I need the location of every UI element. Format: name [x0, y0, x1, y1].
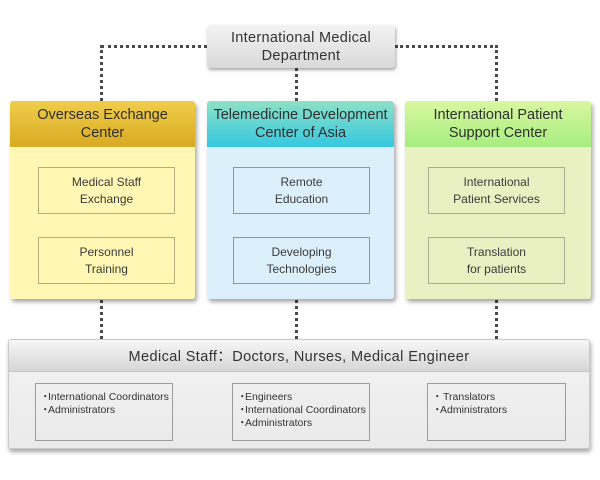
function-line2: for patients [466, 261, 527, 276]
department-box: International Medical Department [207, 25, 395, 68]
staff-item-text: Translators [443, 391, 496, 403]
connector-col3-staff [495, 300, 498, 339]
column-header: Telemedicine Development Center of Asia [207, 101, 394, 147]
function-box: Remote Education [233, 167, 370, 214]
staff-item-text: International Coordinators [48, 391, 169, 403]
function-line1: Personnel [79, 244, 134, 259]
bullet-icon: ・ [40, 404, 51, 416]
staff-list-item: ・Administrators [237, 417, 369, 430]
bullet-icon: ・ [237, 404, 248, 416]
function-box: Developing Technologies [233, 237, 370, 284]
international-patient-support-center: International Patient Support Center Int… [405, 101, 591, 299]
column-body: Remote Education Developing Technologies [207, 147, 394, 299]
column-body: International Patient Services Translati… [405, 147, 591, 299]
connector-top-right [395, 45, 498, 48]
staff-item-text: Administrators [440, 404, 508, 416]
connector-to-col1 [100, 45, 103, 101]
column-title-line1: Telemedicine Development [213, 107, 388, 123]
function-line1: Medical Staff [71, 174, 142, 189]
bullet-icon: ・ [432, 391, 443, 403]
connector-to-col2 [295, 68, 298, 101]
staff-item-text: International Coordinators [245, 404, 366, 416]
staff-list-item: ・International Coordinators [40, 391, 172, 404]
staff-item-text: Administrators [245, 417, 313, 429]
column-header: Overseas Exchange Center [10, 101, 195, 147]
medical-staff-title: Medical Staff：Doctors, Nurses, Medical E… [9, 340, 589, 372]
column-title-line1: Overseas Exchange [37, 107, 168, 123]
connector-col1-staff [100, 300, 103, 339]
column-title-line2: Support Center [448, 125, 548, 141]
telemedicine-development-center: Telemedicine Development Center of Asia … [207, 101, 394, 299]
medical-staff-panel: Medical Staff：Doctors, Nurses, Medical E… [8, 339, 590, 449]
staff-group-box: ・International Coordinators ・Administrat… [35, 383, 173, 441]
function-box: Translation for patients [428, 237, 565, 284]
function-line2: Technologies [266, 261, 337, 276]
function-line1: Translation [467, 244, 526, 259]
connector-col2-staff [295, 300, 298, 339]
staff-list-item: ・Engineers [237, 391, 369, 404]
function-line2: Education [274, 191, 329, 206]
connector-top-left [101, 45, 207, 48]
column-header: International Patient Support Center [405, 101, 591, 147]
staff-item-text: Administrators [48, 404, 116, 416]
function-line2: Training [85, 261, 128, 276]
bullet-icon: ・ [432, 404, 443, 416]
function-box: Personnel Training [38, 237, 175, 284]
staff-list-item: ・International Coordinators [237, 404, 369, 417]
bullet-icon: ・ [237, 391, 248, 403]
staff-list-item: ・Translators [432, 391, 565, 404]
staff-list-item: ・Administrators [40, 404, 172, 417]
department-title-line2: Department [261, 47, 341, 64]
staff-group-box: ・Translators ・Administrators [427, 383, 566, 441]
staff-group-box: ・Engineers ・International Coordinators ・… [232, 383, 370, 441]
column-body: Medical Staff Exchange Personnel Trainin… [10, 147, 195, 299]
staff-item-text: Engineers [245, 391, 293, 403]
column-title-line1: International Patient [433, 107, 563, 123]
function-box: Medical Staff Exchange [38, 167, 175, 214]
connector-to-col3 [495, 45, 498, 101]
column-title-line2: Center [80, 125, 125, 141]
bullet-icon: ・ [237, 417, 248, 429]
staff-list-item: ・Administrators [432, 404, 565, 417]
function-line1: Developing [271, 244, 332, 259]
function-line1: International [463, 174, 530, 189]
function-line2: Patient Services [453, 191, 540, 206]
department-title-line1: International Medical [230, 29, 372, 46]
overseas-exchange-center: Overseas Exchange Center Medical Staff E… [10, 101, 195, 299]
function-box: International Patient Services [428, 167, 565, 214]
bullet-icon: ・ [40, 391, 51, 403]
column-title-line2: Center of Asia [254, 125, 347, 141]
function-line1: Remote [280, 174, 323, 189]
function-line2: Exchange [79, 191, 134, 206]
